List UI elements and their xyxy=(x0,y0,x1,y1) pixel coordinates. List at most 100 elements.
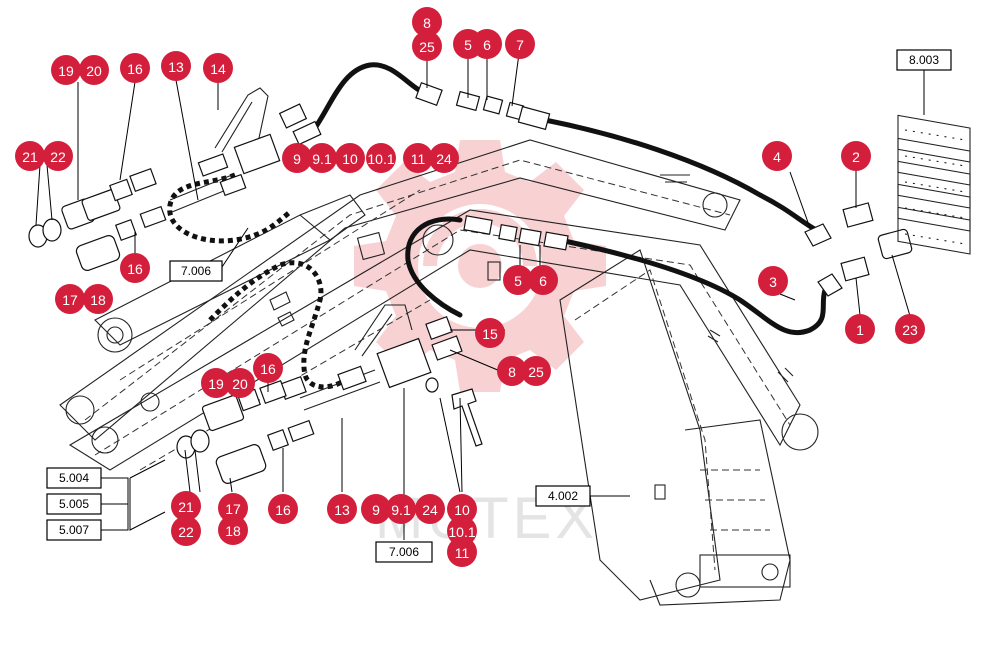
part-callout-22[interactable]: 22 xyxy=(43,141,73,171)
part-callout-5[interactable]: 5 xyxy=(503,265,533,295)
callout-bubble xyxy=(171,516,201,546)
callout-bubble xyxy=(201,368,231,398)
part-callout-10[interactable]: 10 xyxy=(335,143,365,173)
callout-label: 16 xyxy=(275,502,291,518)
callout-label: 3 xyxy=(769,274,777,290)
callout-label: 2 xyxy=(852,149,860,165)
hose-4 xyxy=(307,62,433,138)
part-callout-6[interactable]: 6 xyxy=(472,29,502,59)
part-callout-8[interactable]: 8 xyxy=(497,356,527,386)
ref-box-5004: 5.004 xyxy=(46,467,102,489)
part-callout-16[interactable]: 16 xyxy=(120,253,150,283)
part-callout-11[interactable]: 11 xyxy=(447,537,477,567)
callout-bubble xyxy=(43,141,73,171)
valve-block-lower xyxy=(376,337,432,389)
part-callout-23[interactable]: 23 xyxy=(895,314,925,344)
callout-bubble xyxy=(51,55,81,85)
callout-bubble xyxy=(505,29,535,59)
decal-sheet xyxy=(897,114,971,255)
callout-label: 13 xyxy=(334,502,350,518)
svg-text:4.002: 4.002 xyxy=(548,489,578,503)
part-callout-6[interactable]: 6 xyxy=(528,265,558,295)
callout-label: 17 xyxy=(225,501,241,517)
callout-label: 20 xyxy=(232,376,248,392)
callout-bubble xyxy=(218,515,248,545)
callout-label: 5 xyxy=(464,37,472,53)
leader-lines xyxy=(35,44,925,540)
callout-label: 24 xyxy=(436,151,452,167)
callout-bubble xyxy=(225,368,255,398)
part-callout-21[interactable]: 21 xyxy=(171,491,201,521)
callout-bubble xyxy=(79,55,109,85)
part-callout-19[interactable]: 19 xyxy=(201,368,231,398)
callout-label: 8 xyxy=(423,15,431,31)
callout-label: 8 xyxy=(508,364,516,380)
callout-label: 16 xyxy=(260,361,276,377)
part-callout-9[interactable]: 9 xyxy=(361,494,391,524)
callout-bubble xyxy=(361,494,391,524)
part-callout-10-1[interactable]: 10.1 xyxy=(366,143,396,173)
part-callout-18[interactable]: 18 xyxy=(83,284,113,314)
callout-bubble xyxy=(83,284,113,314)
part-callout-10[interactable]: 10 xyxy=(447,494,477,524)
part-callout-24[interactable]: 24 xyxy=(429,143,459,173)
callout-label: 23 xyxy=(902,322,918,338)
callout-label: 18 xyxy=(225,523,241,539)
part-callout-16[interactable]: 16 xyxy=(268,494,298,524)
part-callout-8[interactable]: 8 xyxy=(412,7,442,37)
hose-4-right xyxy=(542,117,823,235)
callout-label: 10.1 xyxy=(367,151,394,167)
callout-label: 11 xyxy=(411,151,426,167)
part-callout-4[interactable]: 4 xyxy=(762,141,792,171)
part-callout-16[interactable]: 16 xyxy=(120,53,150,83)
callout-bubble xyxy=(203,53,233,83)
part-callout-24[interactable]: 24 xyxy=(415,494,445,524)
part-callout-2[interactable]: 2 xyxy=(841,141,871,171)
part-callout-18[interactable]: 18 xyxy=(218,515,248,545)
part-callout-7[interactable]: 7 xyxy=(505,29,535,59)
callout-bubble xyxy=(841,141,871,171)
callout-bubble xyxy=(472,29,502,59)
callout-bubble xyxy=(366,143,396,173)
part-callout-17[interactable]: 17 xyxy=(218,493,248,523)
callout-label: 18 xyxy=(90,292,106,308)
callout-bubble xyxy=(403,143,433,173)
reference-boxes: 8.003 7.006 5.004 5.005 5.007 4.002 7.00… xyxy=(46,49,952,563)
part-callout-13[interactable]: 13 xyxy=(327,494,357,524)
part-callout-9-1[interactable]: 9.1 xyxy=(307,143,337,173)
part-callout-17[interactable]: 17 xyxy=(55,284,85,314)
callout-label: 9.1 xyxy=(312,151,332,167)
callout-label: 4 xyxy=(773,149,781,165)
part-callout-9[interactable]: 9 xyxy=(282,143,312,173)
fittings xyxy=(28,81,913,484)
part-callout-9-1[interactable]: 9.1 xyxy=(386,494,416,524)
part-callout-14[interactable]: 14 xyxy=(203,53,233,83)
part-callout-20[interactable]: 20 xyxy=(79,55,109,85)
callout-bubble xyxy=(521,356,551,386)
ref-box-5005: 5.005 xyxy=(46,493,102,515)
part-callout-1[interactable]: 1 xyxy=(845,314,875,344)
part-callout-22[interactable]: 22 xyxy=(171,516,201,546)
callout-label: 24 xyxy=(422,502,438,518)
part-callout-11[interactable]: 11 xyxy=(403,143,433,173)
svg-text:7.006: 7.006 xyxy=(181,264,211,278)
part-callout-19[interactable]: 19 xyxy=(51,55,81,85)
callout-bubble xyxy=(386,494,416,524)
part-callout-3[interactable]: 3 xyxy=(758,266,788,296)
part-callout-13[interactable]: 13 xyxy=(161,51,191,81)
part-callout-16[interactable]: 16 xyxy=(253,353,283,383)
part-callout-21[interactable]: 21 xyxy=(15,141,45,171)
callout-bubble xyxy=(307,143,337,173)
part-callout-25[interactable]: 25 xyxy=(521,356,551,386)
callout-bubble xyxy=(268,494,298,524)
callout-bubble xyxy=(327,494,357,524)
callout-bubble xyxy=(497,356,527,386)
callout-label: 10 xyxy=(342,151,358,167)
part-callout-15[interactable]: 15 xyxy=(475,318,505,348)
part-callout-10-1[interactable]: 10.1 xyxy=(447,516,477,546)
callout-label: 25 xyxy=(419,39,435,55)
part-callout-20[interactable]: 20 xyxy=(225,368,255,398)
callout-label: 21 xyxy=(22,149,38,165)
part-callout-25[interactable]: 25 xyxy=(412,31,442,61)
callout-bubble xyxy=(335,143,365,173)
